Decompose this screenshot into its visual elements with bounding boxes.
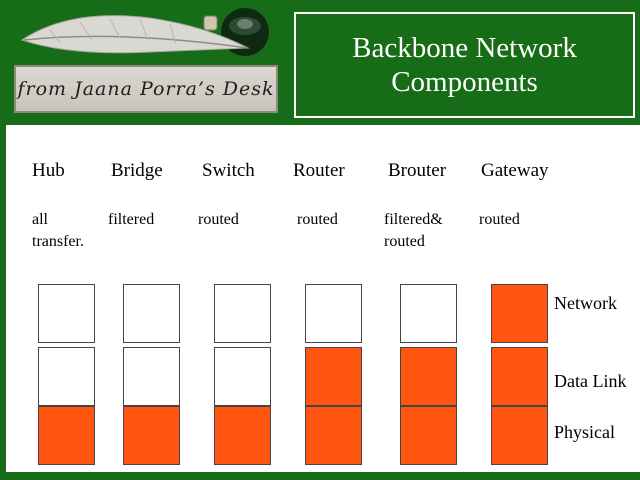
component-desc-brouter: filtered& routed — [384, 211, 443, 250]
component-desc-hub: all transfer. — [32, 211, 84, 250]
logo-text: from Jaana Porra’s Desk — [17, 78, 275, 100]
layer-box-switch-network — [214, 284, 271, 343]
layer-box-gateway-data-link — [491, 347, 548, 406]
layer-box-hub-physical — [38, 406, 95, 465]
component-name-bridge: Bridge — [111, 160, 163, 181]
layer-box-gateway-network — [491, 284, 548, 343]
title-line-2: Components — [391, 66, 538, 98]
layer-box-router-network — [305, 284, 362, 343]
layer-box-brouter-network — [400, 284, 457, 343]
layer-label-network: Network — [554, 293, 617, 313]
layer-box-hub-data-link — [38, 347, 95, 406]
layer-box-switch-physical — [214, 406, 271, 465]
logo-plate: from Jaana Porra’s Desk — [14, 65, 278, 113]
layer-box-brouter-data-link — [400, 347, 457, 406]
component-desc-bridge: filtered — [108, 211, 155, 228]
layer-box-brouter-physical — [400, 406, 457, 465]
component-desc-switch: routed — [198, 211, 239, 228]
layer-box-gateway-physical — [491, 406, 548, 465]
layer-box-bridge-data-link — [123, 347, 180, 406]
layer-label-data-link: Data Link — [554, 371, 627, 391]
component-name-brouter: Brouter — [388, 160, 447, 181]
layer-box-hub-network — [38, 284, 95, 343]
component-name-gateway: Gateway — [481, 160, 549, 181]
quill-inkwell-icon — [20, 8, 269, 56]
component-name-router: Router — [293, 160, 345, 181]
title-box: Backbone Network Components — [294, 12, 635, 118]
component-desc-gateway: routed — [479, 211, 520, 228]
layer-box-bridge-network — [123, 284, 180, 343]
layer-box-bridge-physical — [123, 406, 180, 465]
layer-label-physical: Physical — [554, 422, 615, 442]
component-name-hub: Hub — [32, 160, 65, 181]
layer-box-switch-data-link — [214, 347, 271, 406]
layer-box-router-data-link — [305, 347, 362, 406]
title-line-1: Backbone Network — [352, 32, 577, 64]
diagram-panel: Hub Bridge Switch Router Brouter Gateway… — [6, 125, 640, 472]
component-name-switch: Switch — [202, 160, 255, 181]
layer-box-router-physical — [305, 406, 362, 465]
component-desc-router: routed — [297, 211, 338, 228]
logo: from Jaana Porra’s Desk — [0, 0, 290, 122]
